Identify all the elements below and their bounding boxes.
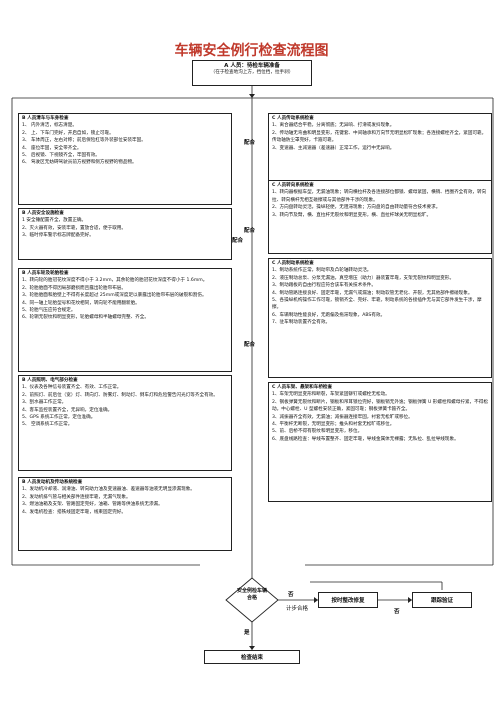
- right-box-line: 2、方向盘转动灵活，操纵轻便，无阻滞现象；方向盘的自由转动量符合技术要求。: [272, 205, 441, 211]
- left-box-line: 4、 座位牢固，安全带齐全。: [22, 145, 82, 151]
- left-box-1: B 人员清车与车身检查 1、 内外清洁，标志清楚。2、 上、下车门完好，开启自如，…: [18, 113, 232, 205]
- left-box-4: B 人员照明、电气部分检查 1、仪表及各种信号装置齐全、有效、工作正常。2、前照灯…: [18, 375, 232, 471]
- left-box-line: 5、 后视镜、下视镜齐全，牢固有效。: [22, 153, 100, 159]
- left-box-line: 4、同一轴上轮胎型号和花纹相同，转向轮不能用翻新胎。: [22, 300, 140, 306]
- right-box-line: 6、底盘线路检查：导线布置整齐、固定牢靠，导线金属体无裸露；无私拉、乱拉导线现象…: [272, 436, 459, 442]
- end-box: 检查结束: [204, 650, 300, 664]
- fail-label: 否: [288, 592, 294, 598]
- left-box-line: 1、发动机冷却液、润滑油、转向助力油及变速器油、差速器等油液无明显渗漏现象。: [22, 487, 195, 493]
- decision-line2: 合格: [246, 595, 257, 601]
- left-box-line: 3、 车体周正，左右对称；前后保险杠等外装部位安装牢固。: [22, 138, 146, 144]
- left-box-line: 6、轮辋无裂纹和明显变形，轮胎螺母和半轴螺母完整、齐全。: [22, 315, 149, 321]
- peihe-label-1: 配合: [244, 140, 256, 146]
- right-box-line: 2、钢板弹簧无裂纹和断片，钢板和吊耳锁位完好，钢板销无外逸；钢板弹簧 U 形螺栓…: [272, 399, 488, 413]
- left-box-head: B 人员安全设施检查: [22, 211, 64, 216]
- track-box: 跟踪验证: [412, 592, 472, 608]
- left-box-3: B 人员车轮及轮胎检查 1、转向轮的胎冠花纹深度不得小于 3.2mm，其余轮胎的胎…: [18, 268, 232, 372]
- left-box-line: 2、前照灯、前后位（宽）灯、转向灯、防雾灯、制动灯、倒车灯和危险警告闪光灯等齐全…: [22, 392, 218, 398]
- left-box-head: B 人员清车与车身检查: [22, 116, 69, 121]
- right-box-line: 1、制动系统作正常，制动帘及凸轮轴转动灵活。: [272, 268, 372, 274]
- left-box-line: 6、 驾驶区无妨碍驾驶员前方视野和侧方视野的物品物。: [22, 160, 137, 166]
- peihe-label-4: 配合: [244, 342, 256, 348]
- right-box-line: 3、减振器齐全有效，无漏油；减振器连接牢固，衬套无松旷或移位。: [272, 414, 413, 420]
- right-box-line: 3、转向节及臂，横、直拉杆无裂纹和明显变形，横、直拉杆球关无明显松旷。: [272, 212, 432, 218]
- right-box-1: C 人员传动系统检查 1、离合器结合平稳，分离彻底；无异响、打滑或发抖现象。2、传…: [268, 113, 492, 189]
- page-title: 车辆安全例行检查流程图: [174, 43, 329, 59]
- right-box-line: 5、前、后桥不得有裂纹和明显变形，移位。: [272, 429, 363, 435]
- left-box-line: 4、发电机检查：搭铁线固定牢靠，线束固定完好。: [22, 509, 126, 515]
- left-box-line: 1、 内外清洁，标志清楚。: [22, 123, 77, 129]
- fail-label-2: 否: [394, 609, 400, 615]
- right-box-line: 5、各操纵机构操作工作可靠，锁销齐全、完好、牢靠，制动系统的各接插件无与其它部件…: [272, 298, 482, 311]
- start-box: A 人员：待检车辆准备 （在于检查地沟上方，挡位挡，拉手刹）: [192, 60, 312, 86]
- right-box-4: C 人员车架、悬架和车桥检查 1、车架无明显变形和断裂，车架紧固铆钉或螺栓无松动。…: [268, 382, 492, 502]
- left-box-line: 3、刮水器工作正常。: [22, 400, 67, 406]
- start-sub: （在于检查地沟上方，挡位挡，拉手刹）: [210, 70, 294, 75]
- left-box-line: 4、客车监控装置齐全，无异响，定位准确。: [22, 407, 113, 413]
- left-box-head: B 人员发动机及传动系统检查: [22, 480, 83, 485]
- peihe-label-3: 配合: [232, 238, 244, 244]
- right-box-line: 1、离合器结合平稳，分离彻底；无异响、打滑或发抖现象。: [272, 123, 395, 129]
- left-box-line: 3、临时停车警示标志牌配备完好。: [22, 233, 94, 239]
- start-head: A 人员：待检车辆准备: [224, 63, 280, 69]
- peihe-label-2: 配合: [244, 228, 256, 234]
- right-box-2: C 人员转向系统检查 1、转向器根据车型，无漏油现象；转向横拉杆及各连接部位都锁、…: [268, 180, 492, 254]
- right-box-line: 4、制动管路连接良好、固定牢靠，无漏气或漏油；制动软管无老化、开裂，无其他部件擦…: [272, 290, 473, 296]
- left-box-line: 1、仪表及各种信号装置齐全、有效、工作正常。: [22, 385, 122, 391]
- right-box-3: C 人员制动系统检查 1、制动系统作正常，制动帘及凸轮轴转动灵活。2、液压制动总泵…: [268, 258, 492, 378]
- right-box-line: 3、变速器、主减速器（差速器）正常工作，运行中无异响。: [272, 145, 395, 151]
- right-box-head: C 人员传动系统检查: [272, 116, 314, 121]
- left-box-line: 1、转向轮的胎冠花纹深度不得小于 3.2mm，其余轮胎的胎冠花纹深度不得小于 1…: [22, 278, 208, 284]
- left-box-line: 2、轮胎胎面不得因局部磨损而且露出轮胎帘布层。: [22, 285, 126, 291]
- right-box-head: C 人员转向系统检查: [272, 183, 314, 188]
- left-box-5: B 人员发动机及传动系统检查 1、发动机冷却液、润滑油、转向助力油及变速器油、差速…: [18, 477, 232, 551]
- left-box-line: 5、GPS 系统工作正常，定位准确。: [22, 415, 96, 421]
- right-box-head: C 人员制动系统检查: [272, 261, 314, 266]
- left-box-head: B 人员车轮及轮胎检查: [22, 271, 69, 276]
- right-box-line: 6、车辆制动性能良好，无跑偏及拖滞现象，ABS有效。: [272, 312, 386, 318]
- left-box-head: B 人员照明、电气部分检查: [22, 378, 78, 383]
- right-box-line: 4、平衡杆无断裂，无明显变形；推头和衬套无松旷或移位。: [272, 422, 395, 428]
- right-box-line: 2、传动轴无弯曲和明显变形，花键套、中间轴承和万向节无明显松旷现象；各连接螺栓齐…: [272, 130, 487, 144]
- left-box-line: 3、轮胎胎面和胎壁上不得有长度超过 25mm或深度足以暴露出轮胎帘布层的破裂和割…: [22, 293, 207, 299]
- right-box-line: 7、驻车制动装置齐全有效。: [272, 320, 331, 326]
- left-box-line: 5、轮胎气压应符合规定。: [22, 308, 76, 314]
- left-box-line: 2、 上、下车门完好，开启自如，锁止可靠。: [22, 130, 114, 136]
- left-box-line: 5、 空调系统工作正常。: [22, 422, 73, 428]
- right-box-line: 1、转向器根据车型，无漏油现象；转向横拉杆及各连接部位都锁、螺母紧固，横销、挡圈…: [272, 190, 487, 203]
- fix-box: 按时整改修复: [318, 592, 378, 608]
- right-box-line: 3、制动踏板的自由行程应符合该车有关技术条件。: [272, 283, 376, 289]
- left-box-line: 2、发动机排气管与相关部件连接牢靠，无漏气现象。: [22, 494, 131, 500]
- right-box-line: 1、车架无明显变形和断裂，车架紧固铆钉或螺栓无松动。: [272, 392, 390, 398]
- pass-label: 是: [244, 630, 250, 636]
- left-box-line: 2、灭火器有效，安装牢靠，置放合适，便于取用。: [22, 225, 126, 231]
- left-box-2: B 人员安全设施检查 1 安全锤配置齐全，放置正确。2、灭火器有效，安装牢靠，置放…: [18, 208, 232, 260]
- right-box-line: 2、液压制动总泵、分泵无漏油，真空增压（助力）器装置牢靠，支架无裂纹和明显变形。: [272, 275, 455, 281]
- right-box-head: C 人员车架、悬架和车桥检查: [272, 385, 333, 390]
- decision-text: 安全例检车辆 合格: [206, 588, 298, 602]
- left-box-line: 1 安全锤配置齐全，放置正确。: [22, 218, 87, 224]
- left-box-line: 3、燃油油箱及支架、管路固定完好，油箱、管路等供油系统无渗漏。: [22, 502, 163, 508]
- decision-line1: 安全例检车辆: [236, 588, 267, 594]
- fix-note: 计步合格: [286, 606, 309, 612]
